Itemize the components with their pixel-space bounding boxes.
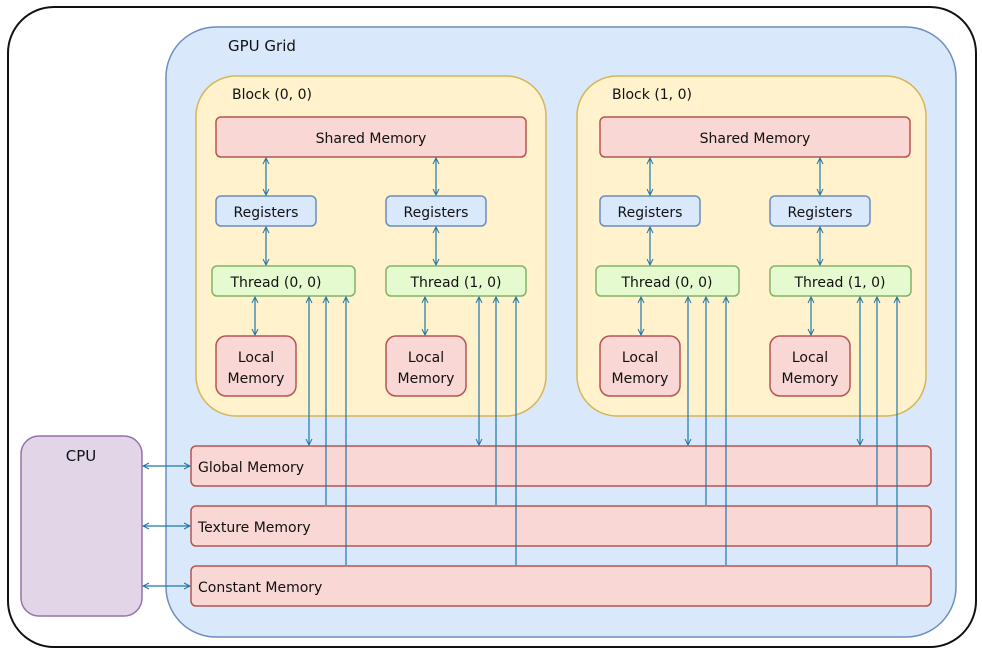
gpu-grid-label: GPU Grid — [228, 37, 296, 55]
block-label: Block (0, 0) — [232, 87, 312, 103]
block-box[interactable] — [195, 75, 547, 417]
thread-1-0[interactable] — [385, 265, 527, 297]
block-1-0: Block (1, 0) Shared Memory Registers Reg… — [576, 75, 927, 417]
registers-label: Registers — [404, 205, 469, 221]
constant-memory[interactable] — [190, 565, 932, 607]
block-0-0: Block (0, 0) Shared Memory Registers Reg… — [195, 75, 547, 417]
local-memory-label: Memory — [782, 371, 839, 387]
global-memory-label: Global Memory — [198, 460, 304, 476]
shared-memory-label: Shared Memory — [700, 131, 811, 147]
thread-0-0[interactable] — [595, 265, 740, 297]
thread-label: Thread (0, 0) — [229, 275, 321, 291]
registers-label: Registers — [788, 205, 853, 221]
local-memory-0[interactable] — [599, 335, 681, 397]
local-memory-label: Memory — [612, 371, 669, 387]
local-memory-1[interactable] — [385, 335, 467, 397]
thread-label: Thread (1, 0) — [793, 275, 885, 291]
registers-label: Registers — [234, 205, 299, 221]
block-box[interactable] — [576, 75, 927, 417]
arrows — [143, 158, 897, 586]
local-memory-label: Memory — [228, 371, 285, 387]
thread-label: Thread (1, 0) — [409, 275, 501, 291]
block-label: Block (1, 0) — [612, 87, 692, 103]
local-memory-label: Local — [622, 350, 658, 366]
shared-memory[interactable] — [599, 116, 911, 158]
local-memory-label: Local — [408, 350, 444, 366]
shared-memory[interactable] — [215, 116, 527, 158]
shared-memory-label: Shared Memory — [316, 131, 427, 147]
local-memory-label: Local — [792, 350, 828, 366]
local-memory-1[interactable] — [769, 335, 851, 397]
global-memory[interactable] — [190, 445, 932, 487]
cpu-label: CPU — [66, 447, 97, 465]
thread-0-0[interactable] — [211, 265, 356, 297]
local-memory-label: Local — [238, 350, 274, 366]
registers-label: Registers — [618, 205, 683, 221]
thread-label: Thread (0, 0) — [620, 275, 712, 291]
local-memory-label: Memory — [398, 371, 455, 387]
constant-memory-label: Constant Memory — [198, 580, 322, 596]
texture-memory-label: Texture Memory — [197, 520, 311, 536]
thread-1-0[interactable] — [769, 265, 912, 297]
texture-memory[interactable] — [190, 505, 932, 547]
local-memory-0[interactable] — [215, 335, 297, 397]
